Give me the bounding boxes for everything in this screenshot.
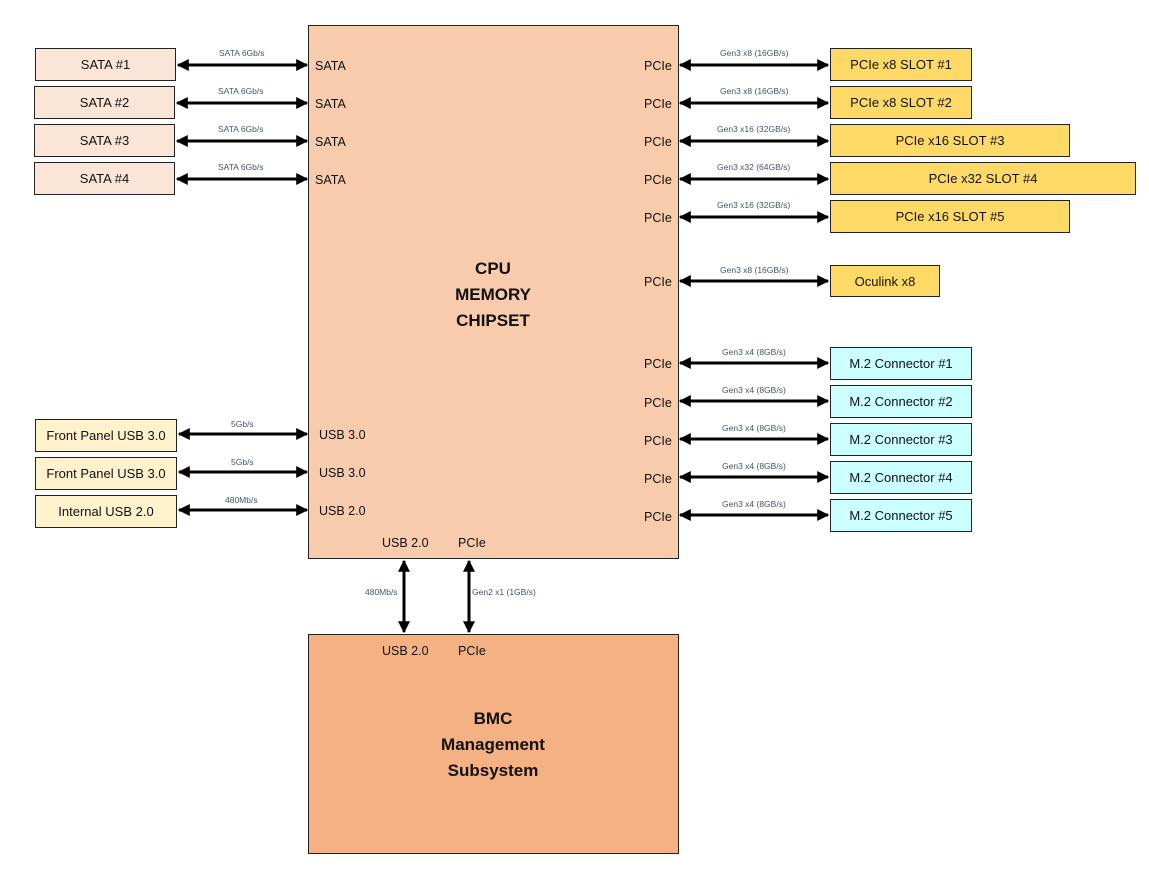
cpu-port-pcie-slot-1: PCIe bbox=[644, 59, 672, 73]
sata-device-4: SATA #4 bbox=[34, 162, 175, 195]
cpu-port-sata-4: SATA bbox=[315, 173, 346, 187]
m2-connector-2: M.2 Connector #2 bbox=[830, 385, 972, 418]
sata-1-speed-label: SATA 6Gb/s bbox=[219, 48, 265, 58]
pcie-slot-5: PCIe x16 SLOT #5 bbox=[830, 200, 1070, 233]
bmc-label-line-2: Management bbox=[441, 735, 545, 754]
cpu-port-sata-2: SATA bbox=[315, 97, 346, 111]
cpu-port-usb-2: USB 3.0 bbox=[319, 466, 366, 480]
pcie-slot-2-speed-label: Gen3 x8 (16GB/s) bbox=[720, 86, 789, 96]
bmc-label-line-1: BMC bbox=[473, 709, 513, 728]
pcie-slot-3-speed-label: Gen3 x16 (32GB/s) bbox=[717, 124, 791, 134]
sata-2-speed-label: SATA 6Gb/s bbox=[218, 86, 264, 96]
cpu-block-title: CPU MEMORY CHIPSET bbox=[408, 256, 578, 334]
usb-device-front-panel-1: Front Panel USB 3.0 bbox=[35, 419, 177, 452]
usb-device-internal: Internal USB 2.0 bbox=[35, 495, 177, 528]
pcie-slot-4: PCIe x32 SLOT #4 bbox=[830, 162, 1136, 195]
sata-device-3: SATA #3 bbox=[34, 124, 175, 157]
m2-3-speed-label: Gen3 x4 (8GB/s) bbox=[722, 423, 786, 433]
cpu-port-sata-1: SATA bbox=[315, 59, 346, 73]
m2-connector-5: M.2 Connector #5 bbox=[830, 499, 972, 532]
cpu-port-pcie-m2-4: PCIe bbox=[644, 472, 672, 486]
usb-1-speed-label: 5Gb/s bbox=[231, 419, 254, 429]
pcie-slot-1: PCIe x8 SLOT #1 bbox=[830, 48, 972, 81]
m2-1-speed-label: Gen3 x4 (8GB/s) bbox=[722, 347, 786, 357]
bmc-pcie-link-speed-label: Gen2 x1 (1GB/s) bbox=[472, 587, 536, 597]
sata-device-1: SATA #1 bbox=[35, 48, 176, 81]
oculink-speed-label: Gen3 x8 (16GB/s) bbox=[720, 265, 789, 275]
cpu-port-pcie-bottom: PCIe bbox=[458, 536, 486, 550]
m2-4-speed-label: Gen3 x4 (8GB/s) bbox=[722, 461, 786, 471]
cpu-port-usb-1: USB 3.0 bbox=[319, 428, 366, 442]
cpu-label-line-3: CHIPSET bbox=[456, 311, 530, 330]
pcie-slot-5-speed-label: Gen3 x16 (32GB/s) bbox=[717, 200, 791, 210]
oculink-connector: Oculink x8 bbox=[830, 265, 940, 297]
cpu-memory-chipset-block bbox=[308, 25, 679, 559]
m2-5-speed-label: Gen3 x4 (8GB/s) bbox=[722, 499, 786, 509]
cpu-port-pcie-slot-3: PCIe bbox=[644, 135, 672, 149]
bmc-label-line-3: Subsystem bbox=[447, 761, 539, 780]
usb-device-front-panel-2: Front Panel USB 3.0 bbox=[35, 457, 177, 490]
cpu-port-usb-3: USB 2.0 bbox=[319, 504, 366, 518]
cpu-port-pcie-oculink: PCIe bbox=[644, 275, 672, 289]
pcie-slot-2: PCIe x8 SLOT #2 bbox=[830, 86, 972, 119]
sata-device-2: SATA #2 bbox=[34, 86, 175, 119]
m2-connector-3: M.2 Connector #3 bbox=[830, 423, 972, 456]
cpu-port-pcie-slot-4: PCIe bbox=[644, 173, 672, 187]
bmc-management-block bbox=[308, 634, 679, 854]
m2-2-speed-label: Gen3 x4 (8GB/s) bbox=[722, 385, 786, 395]
bmc-usb-link-speed-label: 480Mb/s bbox=[365, 587, 398, 597]
usb-2-speed-label: 5Gb/s bbox=[231, 457, 254, 467]
sata-3-speed-label: SATA 6Gb/s bbox=[218, 124, 264, 134]
m2-connector-1: M.2 Connector #1 bbox=[830, 347, 972, 380]
m2-connector-4: M.2 Connector #4 bbox=[830, 461, 972, 494]
bmc-port-pcie: PCIe bbox=[458, 644, 486, 658]
cpu-port-pcie-slot-5: PCIe bbox=[644, 211, 672, 225]
pcie-slot-1-speed-label: Gen3 x8 (16GB/s) bbox=[720, 48, 789, 58]
cpu-port-pcie-slot-2: PCIe bbox=[644, 97, 672, 111]
cpu-port-pcie-m2-5: PCIe bbox=[644, 510, 672, 524]
cpu-port-pcie-m2-1: PCIe bbox=[644, 357, 672, 371]
cpu-port-sata-3: SATA bbox=[315, 135, 346, 149]
cpu-port-usb2-bottom: USB 2.0 bbox=[382, 536, 429, 550]
bmc-block-title: BMC Management Subsystem bbox=[408, 706, 578, 784]
pcie-slot-4-speed-label: Gen3 x32 (64GB/s) bbox=[717, 162, 791, 172]
cpu-label-line-2: MEMORY bbox=[455, 285, 531, 304]
sata-4-speed-label: SATA 6Gb/s bbox=[218, 162, 264, 172]
bmc-port-usb2: USB 2.0 bbox=[382, 644, 429, 658]
usb-3-speed-label: 480Mb/s bbox=[225, 495, 258, 505]
cpu-port-pcie-m2-2: PCIe bbox=[644, 396, 672, 410]
pcie-slot-3: PCIe x16 SLOT #3 bbox=[830, 124, 1070, 157]
cpu-label-line-1: CPU bbox=[475, 259, 511, 278]
cpu-port-pcie-m2-3: PCIe bbox=[644, 434, 672, 448]
